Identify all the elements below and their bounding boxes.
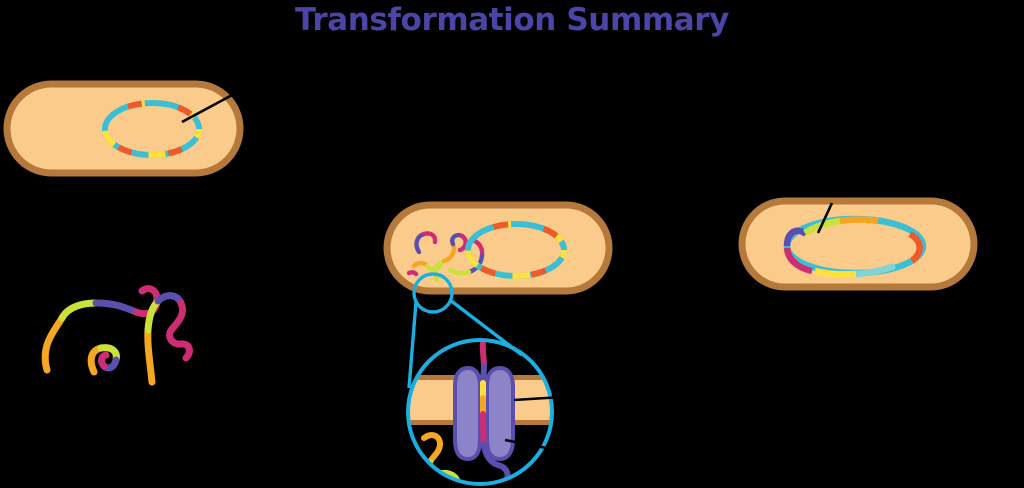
recipient-cell-uptake: [383, 201, 613, 295]
pore-protein-leader-line: [504, 438, 579, 456]
plasmid-leader-line-1: [181, 85, 248, 124]
dna-fragment-b-seg4: [98, 351, 110, 370]
callout-source-circle: [412, 272, 454, 314]
membrane-leader-line: [513, 394, 579, 402]
dna-fragment-a-seg1: [41, 314, 66, 374]
magnification-circle-outline: [406, 338, 554, 486]
internal-dna-d-seg3: [447, 267, 472, 276]
internal-dna-e-seg1: [406, 270, 419, 277]
internal-dna-c-seg4: [457, 233, 468, 253]
transformed-cell: [738, 197, 978, 291]
recombinant-seg-amber: [839, 216, 879, 225]
magnification-contents: [408, 340, 552, 484]
callout-tangent-left: [407, 301, 418, 389]
membrane-pore-magnification: [406, 272, 579, 486]
dna-fragment-a-seg3: [92, 299, 140, 316]
pore-protein-lobe-left: [453, 365, 482, 462]
recombinant-plasmid: [783, 215, 927, 278]
recombinant-seg-orange-red: [908, 231, 923, 264]
original-plasmid-2: [465, 221, 567, 279]
original-plasmid-1: [102, 100, 202, 158]
dna-fragment-c-seg1: [144, 326, 156, 386]
recombinant-plasmid-leader-line: [816, 202, 834, 234]
threading-dna-seg5: [480, 411, 487, 447]
pore-protein-lobe-right: [485, 365, 515, 462]
dna-fragment-c-seg3: [154, 292, 185, 307]
dna-fragment-c-seg2: [144, 297, 162, 334]
threading-dna-strand: [479, 340, 511, 484]
donor-cell-with-plasmid: [3, 80, 248, 177]
recombinant-seg-yellow: [814, 267, 857, 278]
bacterium-body-1: [3, 80, 244, 177]
recombinant-seg-purple: [783, 227, 808, 247]
dna-fragment-c-seg4: [166, 299, 193, 362]
threading-dna-seg1: [479, 340, 487, 369]
recombinant-seg-magenta: [783, 247, 813, 275]
page-title: Transformation Summary: [295, 2, 729, 38]
threading-dna-seg6: [481, 441, 511, 484]
recombinant-seg-light-cyan: [855, 262, 897, 278]
internal-dna-a-seg2: [421, 231, 438, 245]
internalised-dna-fragments: [406, 231, 485, 283]
free-dna-fragments: [41, 285, 193, 386]
magnified-free-dna-seg1: [421, 432, 444, 465]
dna-fragment-a-seg2: [58, 299, 100, 322]
